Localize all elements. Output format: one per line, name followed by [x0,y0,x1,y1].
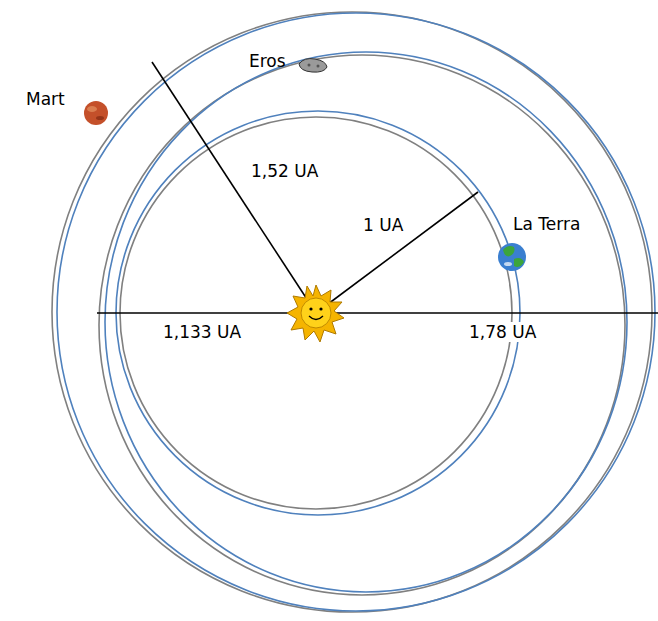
eros-icon [299,59,327,73]
planet-label: Mart [24,89,67,109]
earth-icon [498,243,526,271]
eros-orbit [105,52,627,592]
mars-orbit [52,12,652,612]
planet-label: La Terra [511,214,582,234]
planet-label: 1,52 UA [249,161,320,181]
planet-label: 1,78 UA [467,322,538,342]
planet-label: Eros [247,51,288,71]
axis-line [97,312,658,314]
mars-orbit [57,13,655,611]
planet-label: 1,133 UA [161,322,243,342]
eros-orbit [99,55,625,595]
radius-line [316,192,478,313]
planet-label: 1 UA [361,215,405,235]
radius-line [152,62,316,313]
mars-icon [84,101,108,125]
sun-icon [287,285,344,342]
